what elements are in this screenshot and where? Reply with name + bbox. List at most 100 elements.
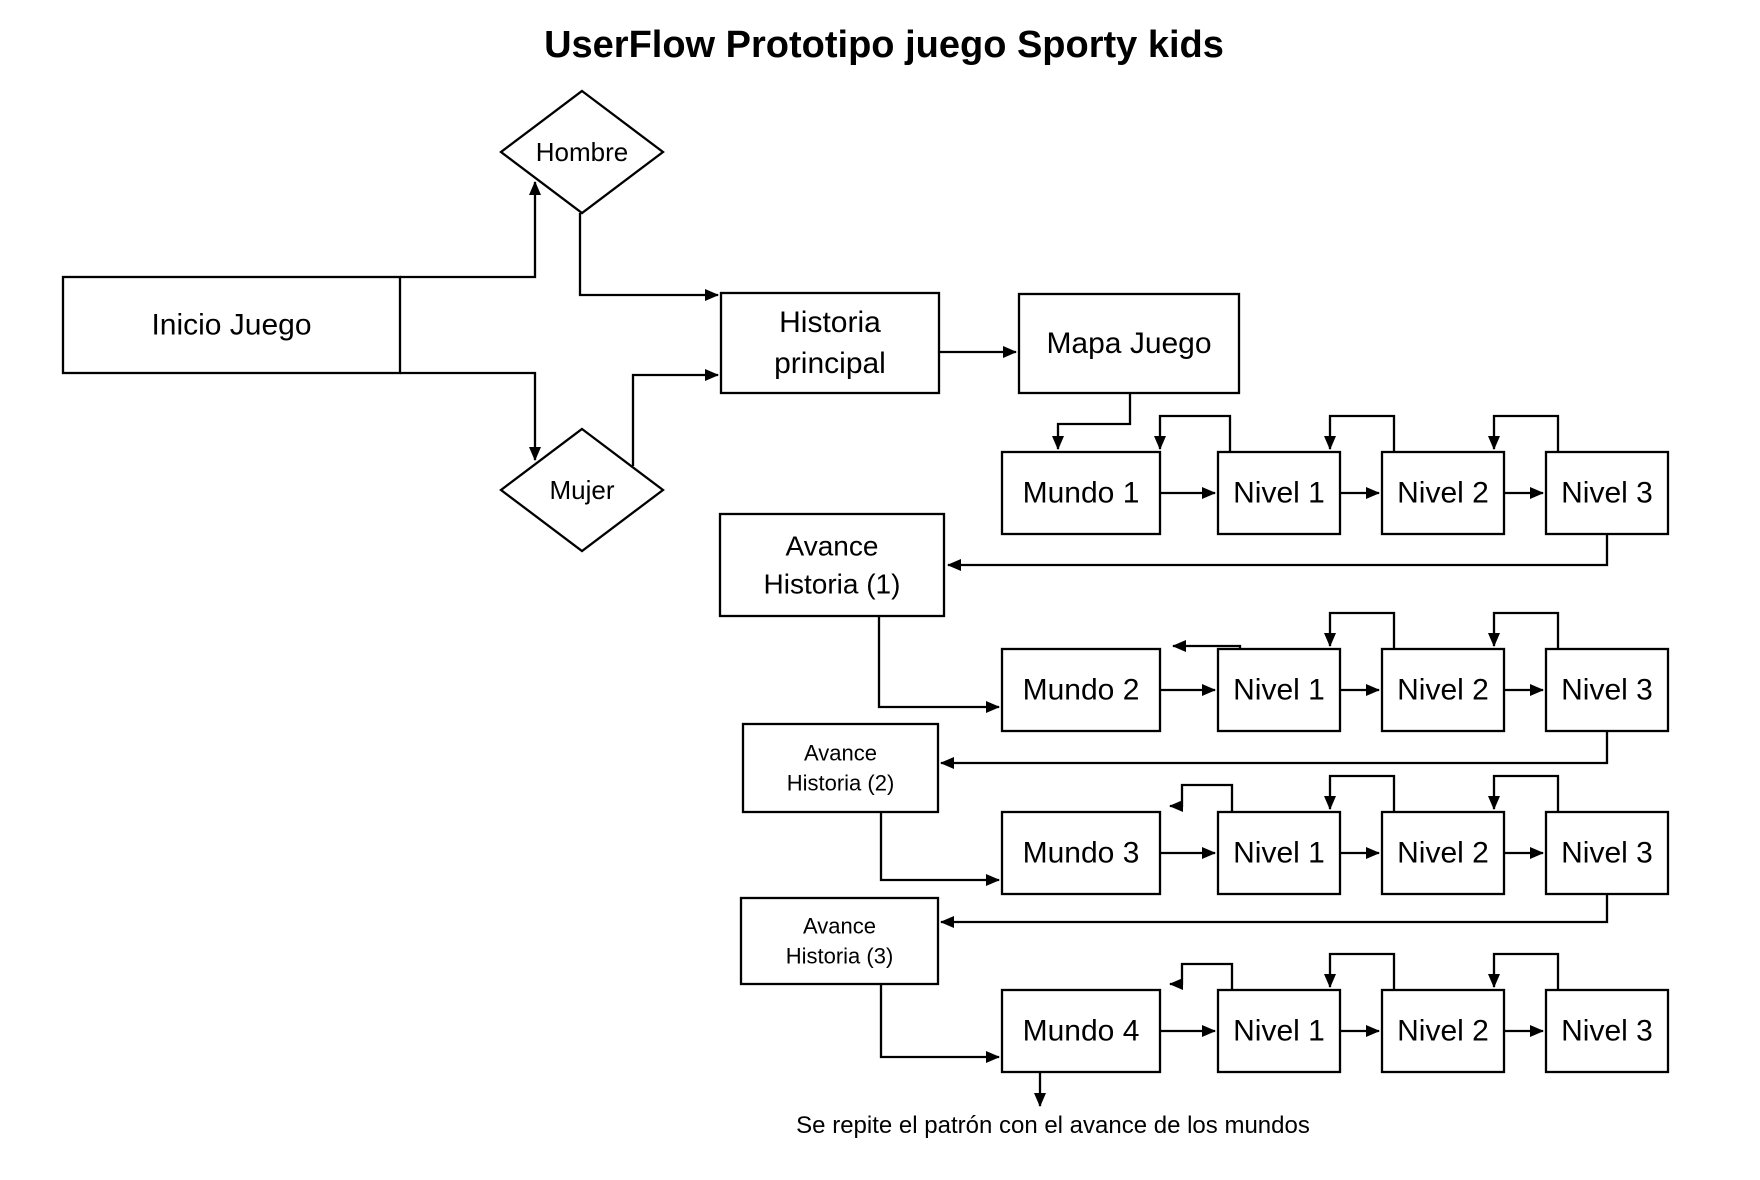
edge-inicio-to-hombre <box>400 181 541 279</box>
pattern-note: Se repite el patrón con el avance de los… <box>796 1112 1310 1139</box>
mundo-3[interactable] <box>1000 810 1162 896</box>
nivel-1-row4[interactable] <box>1216 988 1342 1074</box>
avance-historia-3-label: Historia (3) <box>786 944 894 969</box>
nivel-1-row2[interactable] <box>1216 647 1342 733</box>
node-inicio-juego: Inicio Juego <box>61 275 402 375</box>
nivel-3-row3[interactable] <box>1544 810 1670 896</box>
edge-nivel-1-back-to-mundo-3 <box>1169 783 1234 812</box>
mundo-1[interactable] <box>1000 450 1162 536</box>
node-nivel-1-row1: Nivel 1 <box>1216 450 1342 536</box>
edge-avance-2-to-mundo-3 <box>879 812 1000 886</box>
edge-nivel-3-back-to-nivel-2-row1 <box>1488 414 1560 452</box>
nivel-1-row4-label: Nivel 1 <box>1233 1015 1325 1048</box>
nivel-2-row1[interactable] <box>1380 450 1506 536</box>
edge-nivel-2-back-to-nivel-1-row2 <box>1324 611 1396 649</box>
decision-mujer-label: Mujer <box>549 475 614 505</box>
mundo-1-label: Mundo 1 <box>1023 477 1140 510</box>
edge-hombre-to-historia <box>578 213 719 301</box>
mundo-2-label: Mundo 2 <box>1023 674 1140 707</box>
nivel-3-row4-label: Nivel 3 <box>1561 1015 1653 1048</box>
edge-nivel-3-row2-to-avance-2 <box>940 731 1609 769</box>
node-mundo-1: Mundo 1 <box>1000 450 1162 536</box>
node-historia-principal: Historia principal <box>719 291 941 395</box>
inicio-juego-label: Inicio Juego <box>151 309 311 342</box>
node-nivel-3-row3: Nivel 3 <box>1544 810 1670 896</box>
nivel-2-row4-label: Nivel 2 <box>1397 1015 1489 1048</box>
avance-historia-3[interactable] <box>739 896 940 986</box>
edge-nivel-3-back-to-nivel-2-row4 <box>1488 952 1560 990</box>
mundo-3-label: Mundo 3 <box>1023 837 1140 870</box>
nivel-2-row4[interactable] <box>1380 988 1506 1074</box>
avance-historia-1-label: Avance <box>786 531 879 562</box>
nivel-1-row1-label: Nivel 1 <box>1233 477 1325 510</box>
edge-nivel-3-row1-to-avance-1 <box>947 534 1609 571</box>
nivel-1-row2-label: Nivel 1 <box>1233 674 1325 707</box>
node-nivel-1-row3: Nivel 1 <box>1216 810 1342 896</box>
node-nivel-2-row4: Nivel 2 <box>1380 988 1506 1074</box>
edge-nivel-3-back-to-nivel-2-row3 <box>1488 774 1560 812</box>
historia-principal[interactable] <box>719 291 941 395</box>
node-nivel-2-row2: Nivel 2 <box>1380 647 1506 733</box>
nivel-3-row2[interactable] <box>1544 647 1670 733</box>
mapa-juego[interactable] <box>1017 292 1241 395</box>
nivel-1-row3-label: Nivel 1 <box>1233 837 1325 870</box>
node-nivel-3-row4: Nivel 3 <box>1544 988 1670 1074</box>
nivel-2-row2-label: Nivel 2 <box>1397 674 1489 707</box>
historia-principal-label: principal <box>774 347 886 380</box>
mundo-4[interactable] <box>1000 988 1162 1074</box>
nivel-1-row3[interactable] <box>1216 810 1342 896</box>
edge-avance-3-to-mundo-4 <box>879 984 1000 1063</box>
node-mapa-juego: Mapa Juego <box>1017 292 1241 395</box>
nivel-2-row2[interactable] <box>1380 647 1506 733</box>
edge-nivel-2-back-to-nivel-1-row3 <box>1324 774 1396 812</box>
mundo-4-label: Mundo 4 <box>1023 1015 1140 1048</box>
edge-nivel-1-back-to-mundo-1 <box>1154 414 1232 452</box>
nivel-2-row3[interactable] <box>1380 810 1506 896</box>
avance-historia-3-label: Avance <box>803 914 876 939</box>
node-nivel-2-row1: Nivel 2 <box>1380 450 1506 536</box>
node-mundo-2: Mundo 2 <box>1000 647 1162 733</box>
nivel-3-row1[interactable] <box>1544 450 1670 536</box>
historia-principal-label: Historia <box>779 306 881 339</box>
nivel-1-row1[interactable] <box>1216 450 1342 536</box>
node-nivel-3-row1: Nivel 3 <box>1544 450 1670 536</box>
edge-mujer-to-historia <box>631 369 719 466</box>
nivel-2-row1-label: Nivel 2 <box>1397 477 1489 510</box>
node-mundo-3: Mundo 3 <box>1000 810 1162 896</box>
node-mundo-4: Mundo 4 <box>1000 988 1162 1074</box>
diagram-title: UserFlow Prototipo juego Sporty kids <box>544 24 1224 66</box>
avance-historia-1[interactable] <box>718 512 946 618</box>
node-nivel-1-row2: Nivel 1 <box>1216 647 1342 733</box>
node-decision-mujer: Mujer <box>499 427 665 553</box>
edge-nivel-1-back-to-mundo-4 <box>1169 962 1234 990</box>
edge-nivel-3-row3-to-avance-3 <box>940 894 1609 928</box>
inicio-juego[interactable] <box>61 275 402 375</box>
nivel-3-row3-label: Nivel 3 <box>1561 837 1653 870</box>
edge-nivel-2-back-to-nivel-1-row1 <box>1324 414 1396 452</box>
node-nivel-2-row3: Nivel 2 <box>1380 810 1506 896</box>
edge-inicio-to-mujer <box>400 371 541 461</box>
node-nivel-3-row2: Nivel 3 <box>1544 647 1670 733</box>
avance-historia-1-label: Historia (1) <box>764 569 901 600</box>
node-nivel-1-row4: Nivel 1 <box>1216 988 1342 1074</box>
edge-nivel-3-back-to-nivel-2-row2 <box>1488 611 1560 649</box>
nivel-3-row4[interactable] <box>1544 988 1670 1074</box>
nivel-3-row2-label: Nivel 3 <box>1561 674 1653 707</box>
edge-avance-1-to-mundo-2 <box>877 616 1000 713</box>
decision-hombre[interactable] <box>499 89 665 215</box>
avance-historia-2-label: Avance <box>804 741 877 766</box>
decision-mujer[interactable] <box>499 427 665 553</box>
avance-historia-2[interactable] <box>741 722 940 814</box>
node-decision-hombre: Hombre <box>499 89 665 215</box>
decision-hombre-label: Hombre <box>536 137 628 167</box>
mundo-2[interactable] <box>1000 647 1162 733</box>
avance-historia-2-label: Historia (2) <box>787 771 895 796</box>
nivel-3-row1-label: Nivel 3 <box>1561 477 1653 510</box>
mapa-juego-label: Mapa Juego <box>1046 327 1211 360</box>
edge-nivel-2-back-to-nivel-1-row4 <box>1324 952 1396 990</box>
